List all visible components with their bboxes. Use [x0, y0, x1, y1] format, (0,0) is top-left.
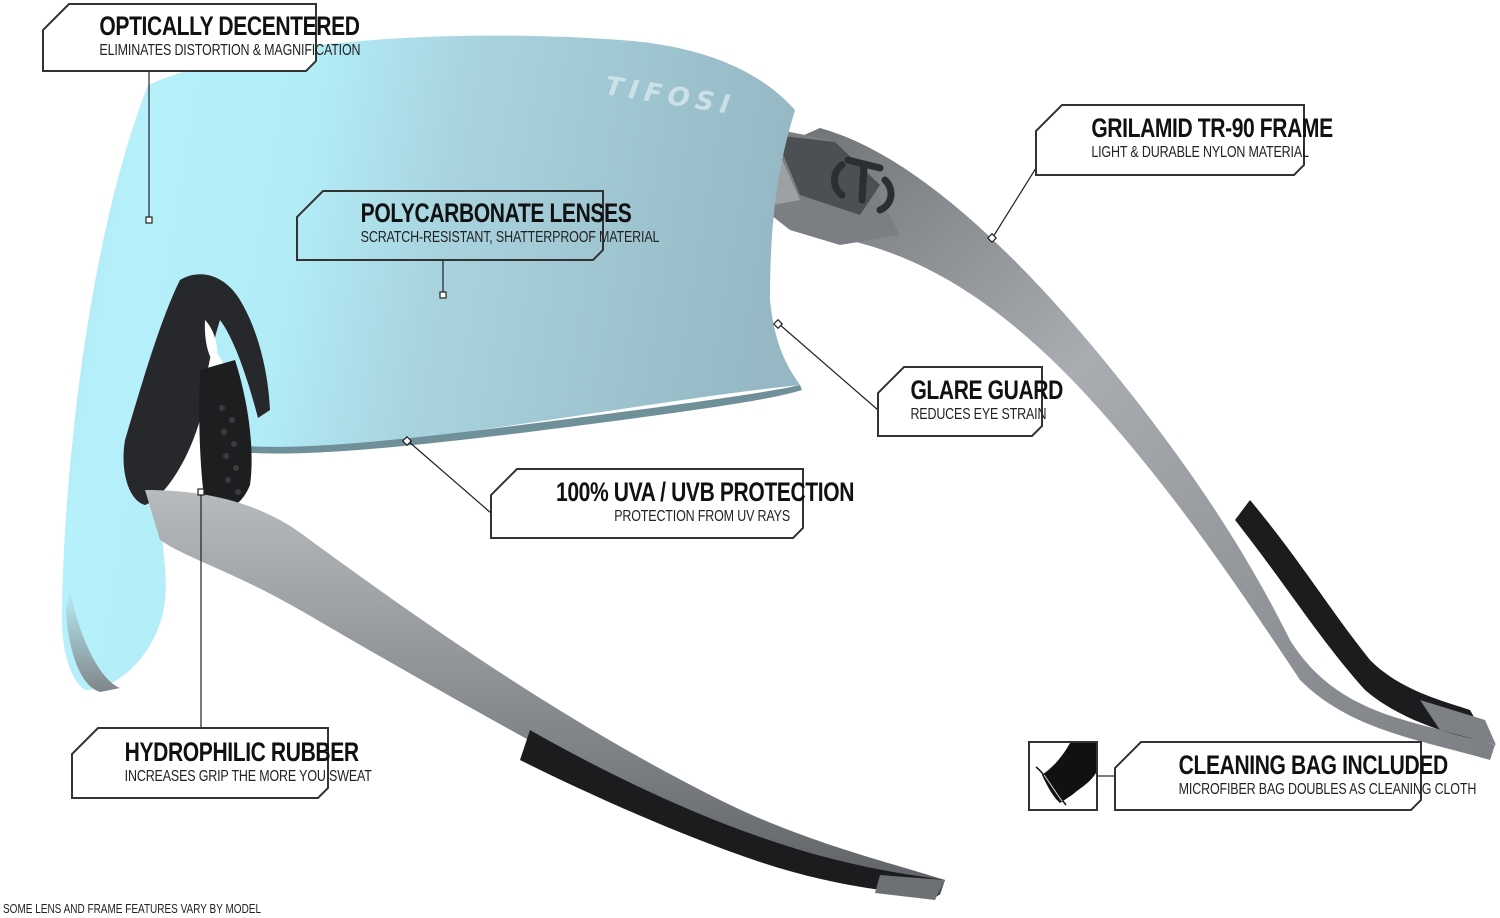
callout-subtitle: ELIMINATES DISTORTION & MAGNIFICATION	[99, 42, 361, 59]
callout-title: CLEANING BAG INCLUDED	[1178, 750, 1448, 780]
left-temple-arm	[145, 490, 945, 900]
disclaimer-footnote: SOME LENS AND FRAME FEATURES VARY BY MOD…	[3, 902, 262, 916]
callout-subtitle: INCREASES GRIP THE MORE YOU SWEAT	[124, 768, 372, 785]
microfiber-bag-icon	[1035, 743, 1096, 806]
right-temple-arm	[685, 122, 1496, 760]
callout-frame	[42, 3, 317, 72]
callout-title: GRILAMID TR-90 FRAME	[1091, 113, 1333, 143]
callout-cleaning-bag: CLEANING BAG INCLUDED MICROFIBER BAG DOU…	[1114, 741, 1477, 811]
callout-hydrophilic-rubber: HYDROPHILIC RUBBER INCREASES GRIP THE MO…	[71, 727, 372, 799]
callout-subtitle: PROTECTION FROM UV RAYS	[614, 508, 790, 525]
callout-subtitle: MICROFIBER BAG DOUBLES AS CLEANING CLOTH	[1178, 781, 1477, 798]
callout-title: 100% UVA / UVB PROTECTION	[556, 477, 855, 507]
callout-optically-decentered: OPTICALLY DECENTERED ELIMINATES DISTORTI…	[42, 3, 361, 72]
callout-title: OPTICALLY DECENTERED	[99, 11, 360, 41]
callout-uv-protection: 100% UVA / UVB PROTECTION PROTECTION FRO…	[490, 468, 855, 539]
callout-frame	[490, 468, 804, 539]
callout-glare-guard: GLARE GUARD REDUCES EYE STRAIN	[877, 366, 1063, 437]
lens-shield: TIFOSI	[62, 35, 802, 692]
callout-frame	[71, 727, 329, 799]
callout-frame	[1035, 104, 1305, 176]
callout-subtitle: REDUCES EYE STRAIN	[910, 406, 1047, 423]
callout-frame	[296, 190, 604, 261]
callout-polycarbonate-lenses: POLYCARBONATE LENSES SCRATCH-RESISTANT, …	[296, 190, 660, 261]
nose-piece	[123, 274, 271, 510]
callout-title: HYDROPHILIC RUBBER	[124, 737, 359, 767]
callout-title: GLARE GUARD	[910, 375, 1063, 405]
callout-frame	[1114, 741, 1422, 811]
callout-subtitle: SCRATCH-RESISTANT, SHATTERPROOF MATERIAL	[360, 229, 660, 246]
callout-grilamid-frame: GRILAMID TR-90 FRAME LIGHT & DURABLE NYL…	[1035, 104, 1333, 176]
callout-frame	[877, 366, 1043, 437]
leader-lines	[145, 72, 1114, 777]
callout-subtitle: LIGHT & DURABLE NYLON MATERIAL	[1091, 144, 1309, 161]
callout-title: POLYCARBONATE LENSES	[360, 198, 632, 228]
cleaning-bag-icon	[1028, 741, 1098, 811]
